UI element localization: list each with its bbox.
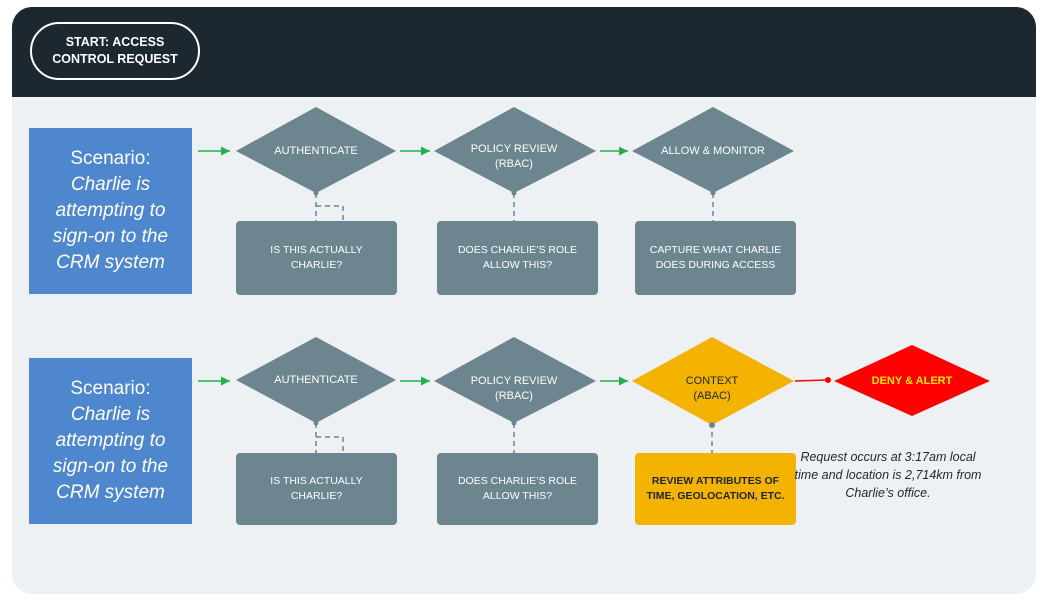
diamond-r2-context (632, 337, 794, 425)
dash-r1-1b (316, 205, 344, 221)
dot-r1-1 (313, 190, 319, 196)
attributes-box: REVIEW ATTRIBUTES OF TIME, GEOLOCATION, … (635, 453, 796, 525)
dash-r2-1b (316, 436, 344, 453)
scenario-label: Scenario: (70, 378, 151, 399)
arrow-r2-deny-dot (825, 377, 831, 383)
header-bar: START: ACCESS CONTROL REQUEST (12, 7, 1036, 97)
diamond-r2-policy (434, 337, 596, 423)
scenario-text: Charlie is attempting to sign-on to the … (52, 174, 169, 273)
start-label: START: ACCESS CONTROL REQUEST (52, 35, 178, 66)
diamond-r1-allow (632, 107, 794, 193)
diamond-label: ALLOW & MONITOR (661, 144, 765, 157)
deny-label: DENY & ALERT (871, 374, 953, 387)
dot-r1-3 (710, 190, 716, 196)
check-box: IS THIS ACTUALLY CHARLIE? (236, 221, 397, 295)
diamond-label: CONTEXT (ABAC) (685, 375, 739, 402)
dot-r2-2 (511, 420, 517, 426)
context-note: Request occurs at 3:17am local time and … (794, 450, 982, 500)
check-box: DOES CHARLIE’S ROLE ALLOW THIS? (437, 453, 598, 525)
diamond-label: AUTHENTICATE (274, 144, 358, 157)
scenario-label: Scenario: (70, 148, 151, 169)
diamond-label: POLICY REVIEW (RBAC) (470, 375, 558, 402)
diamond-r1-policy (434, 107, 596, 193)
dot-r2-1 (313, 420, 319, 426)
dot-r2-3 (709, 422, 715, 428)
diamond-label: POLICY REVIEW (RBAC) (470, 143, 558, 170)
check-box: DOES CHARLIE’S ROLE ALLOW THIS? (437, 221, 598, 295)
diamond-r2-authenticate (236, 337, 396, 423)
scenario-box-2: Scenario: Charlie is attempting to sign-… (29, 358, 192, 524)
scenario-box-1: Scenario: Charlie is attempting to sign-… (29, 128, 192, 294)
check-box: CAPTURE WHAT CHARLIE DOES DURING ACCESS (635, 221, 796, 295)
arrow-r2-deny (794, 379, 827, 382)
diamond-r2-deny (834, 345, 990, 416)
dot-r1-2 (511, 190, 517, 196)
start-node: START: ACCESS CONTROL REQUEST (30, 22, 200, 80)
diamond-label: AUTHENTICATE (274, 373, 358, 386)
diamond-r1-authenticate (236, 107, 396, 193)
scenario-text: Charlie is attempting to sign-on to the … (52, 404, 169, 503)
check-box: IS THIS ACTUALLY CHARLIE? (236, 453, 397, 525)
